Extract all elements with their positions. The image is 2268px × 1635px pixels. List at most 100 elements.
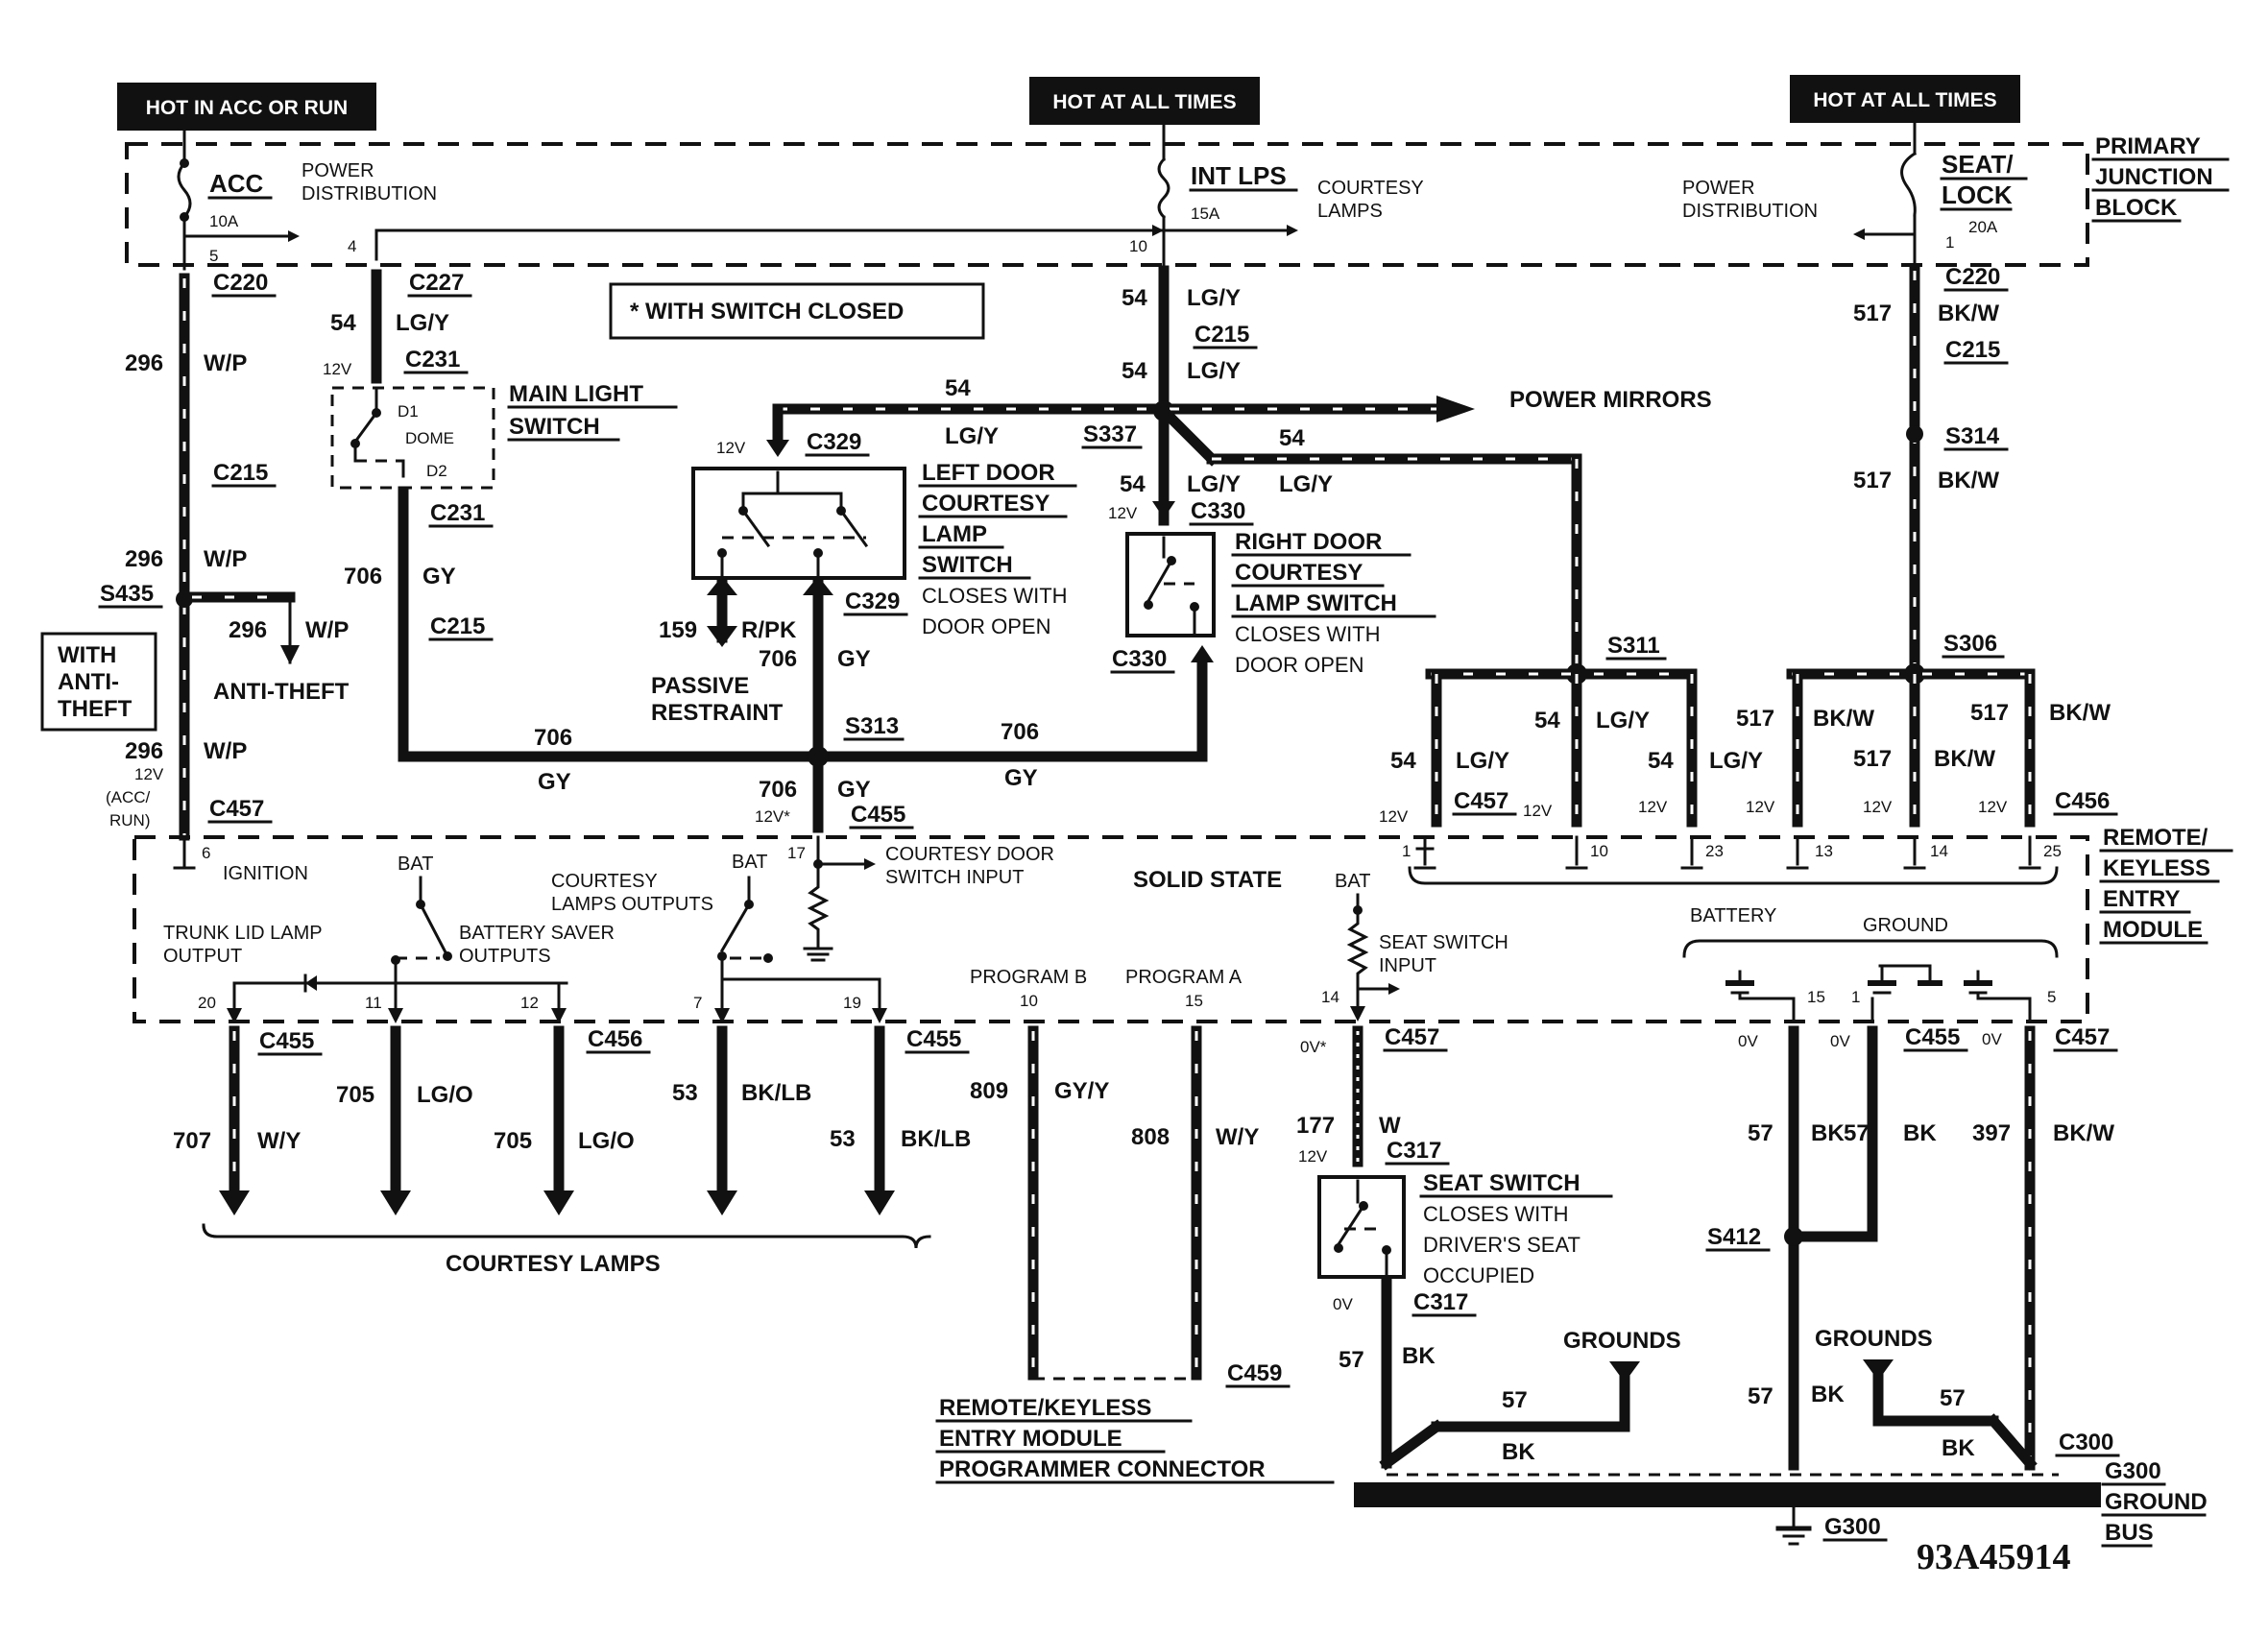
conn-c215-mid: C215 — [430, 613, 485, 639]
pin-15-gnd: 15 — [1807, 988, 1825, 1006]
circ-54-e: 54 — [1120, 471, 1146, 497]
v12-p13: 12V — [1746, 798, 1775, 816]
right-door-2: COURTESY — [1235, 560, 1363, 586]
d1-label: D1 — [398, 402, 419, 421]
circ-705-b: 705 — [494, 1128, 532, 1154]
prog-conn-3: PROGRAMMER CONNECTOR — [939, 1456, 1266, 1482]
lgy-d: LG/Y — [1279, 471, 1333, 497]
splice-s306-label: S306 — [1943, 631, 1997, 657]
conn-c459: C459 — [1227, 1360, 1282, 1386]
circ-706-d: 706 — [759, 646, 797, 672]
circ-54-a: 54 — [1122, 285, 1147, 311]
bk-d: BK — [1903, 1120, 1937, 1146]
pin-7: 7 — [693, 994, 702, 1012]
ssi-1: SEAT SWITCH — [1379, 932, 1508, 953]
circ-809: 809 — [970, 1078, 1008, 1104]
left-door-1: LEFT DOOR — [922, 460, 1055, 486]
pin-10-prog: 10 — [1020, 992, 1038, 1010]
pin-12: 12 — [520, 994, 539, 1012]
pin-11: 11 — [365, 994, 382, 1012]
circ-57-b: 57 — [1502, 1387, 1528, 1413]
clo-1: COURTESY — [551, 871, 658, 892]
circ-57-c: 57 — [1748, 1120, 1773, 1146]
hot-all-times-text-2: HOT AT ALL TIMES — [1813, 89, 1996, 111]
pjb-title-3: BLOCK — [2095, 195, 2178, 221]
with-anti-2: ANTI- — [58, 669, 119, 695]
conn-c457-seat: C457 — [1385, 1024, 1439, 1050]
lgy-e: LG/Y — [1187, 471, 1241, 497]
ground-label: GROUND — [1863, 915, 1948, 936]
grounds-2: GROUNDS — [1815, 1326, 1933, 1352]
passive-1: PASSIVE — [651, 673, 749, 699]
cds-1: COURTESY DOOR — [885, 844, 1054, 865]
circ-54-b: 54 — [1122, 358, 1147, 384]
pjb-title-1: PRIMARY — [2095, 133, 2201, 159]
left-door-3: LAMP — [922, 521, 987, 547]
rkm-3: ENTRY — [2103, 886, 2180, 912]
pin-5-gnd: 5 — [2047, 988, 2056, 1006]
conn-c456-left: C456 — [588, 1026, 642, 1052]
lgy-b: LG/Y — [1187, 358, 1241, 384]
main-light-2: SWITCH — [509, 414, 600, 440]
circ-517-b: 517 — [1853, 468, 1892, 493]
conn-c300: C300 — [2059, 1430, 2113, 1455]
circ-177: 177 — [1296, 1113, 1335, 1139]
splice-s435-label: S435 — [100, 581, 154, 607]
conn-c330-bottom: C330 — [1112, 646, 1167, 672]
rkm-1: REMOTE/ — [2103, 825, 2208, 851]
wy2: W/Y — [1216, 1124, 1259, 1150]
anti-theft-label: ANTI-THEFT — [213, 679, 350, 705]
with-anti-theft-box — [40, 632, 157, 732]
lgo-a: LG/O — [417, 1082, 473, 1108]
circ-706-c: 706 — [1001, 719, 1039, 745]
circ-517-d: 517 — [1970, 700, 2009, 726]
program-b: PROGRAM B — [970, 967, 1087, 988]
right-door-3: LAMP SWITCH — [1235, 590, 1397, 616]
circ-707: 707 — [173, 1128, 211, 1154]
battery-label: BATTERY — [1690, 905, 1776, 926]
seat-switch-1: SEAT SWITCH — [1423, 1170, 1580, 1196]
pin-14-seat: 14 — [1321, 988, 1339, 1006]
wy: W/Y — [257, 1128, 301, 1154]
wp-a: W/P — [204, 350, 247, 376]
battery-saver-2: OUTPUTS — [459, 946, 551, 967]
circ-54-h: 54 — [1648, 748, 1674, 774]
dome-label: DOME — [405, 429, 454, 447]
circ-53-b: 53 — [830, 1126, 856, 1152]
circ-296-b: 296 — [125, 546, 163, 572]
right-door-5: DOOR OPEN — [1235, 653, 1363, 677]
circ-706-e: 706 — [759, 777, 797, 803]
solid-state-label: SOLID STATE — [1133, 867, 1282, 893]
bk-e: BK — [1811, 1382, 1845, 1407]
bkw-a: BK/W — [1938, 301, 1999, 326]
conn-c215-right: C215 — [1945, 337, 2000, 363]
circ-159: 159 — [659, 617, 697, 643]
hot-all-times-text-1: HOT AT ALL TIMES — [1052, 91, 1236, 113]
v12-p10: 12V — [1523, 802, 1553, 820]
fuse-seat-pin: 1 — [1945, 233, 1954, 252]
rkm-4: MODULE — [2103, 917, 2203, 943]
conn-c455-mid: C455 — [851, 802, 905, 828]
circ-57-f: 57 — [1940, 1385, 1966, 1411]
lamps-label-top: LAMPS — [1317, 201, 1383, 222]
seat-switch-2: CLOSES WITH — [1423, 1202, 1569, 1226]
pd-label-2: DISTRIBUTION — [302, 183, 437, 204]
gbus-3: BUS — [2105, 1520, 2154, 1546]
wp-c: W/P — [305, 617, 349, 643]
switch-closed-note-box — [609, 282, 985, 340]
pin-25-top: 25 — [2043, 842, 2062, 860]
courtesy-label-top: COURTESY — [1317, 178, 1424, 199]
bklb-a: BK/LB — [741, 1080, 811, 1106]
primary-junction-block — [125, 142, 2089, 267]
circ-57-a: 57 — [1339, 1347, 1364, 1373]
pin-10-top: 10 — [1590, 842, 1608, 860]
v12-c329: 12V — [716, 439, 746, 457]
lgy-c: LG/Y — [945, 423, 999, 449]
ssi-2: INPUT — [1379, 955, 1436, 976]
pjb-title-2: JUNCTION — [2095, 164, 2213, 190]
fuse-acc-name: ACC — [209, 169, 264, 198]
left-door-4: SWITCH — [922, 552, 1013, 578]
circ-397: 397 — [1972, 1120, 2011, 1146]
hot-acc-run-text: HOT IN ACC OR RUN — [146, 97, 348, 119]
circ-54-f: 54 — [1534, 708, 1560, 733]
